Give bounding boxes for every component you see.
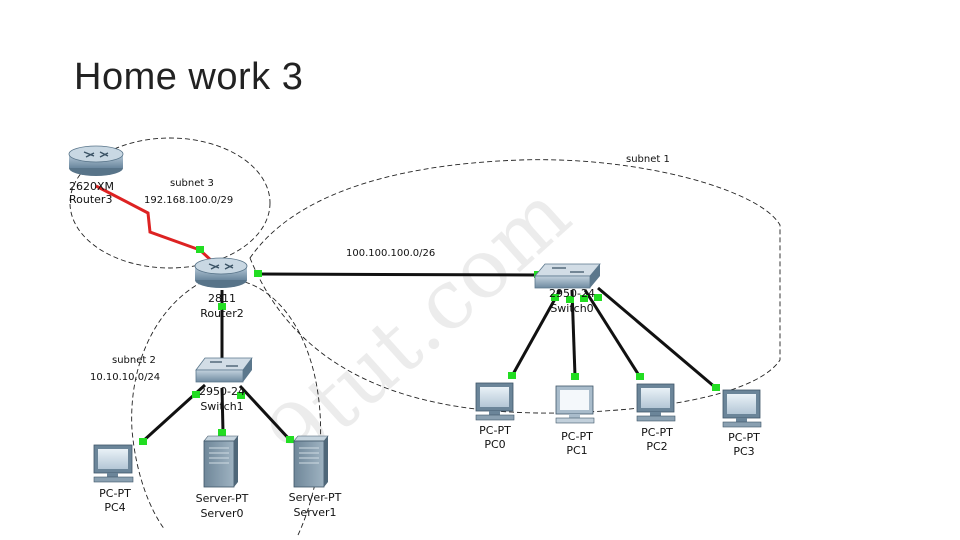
pc2-device[interactable]: PC-PT PC2 [636,383,676,453]
server1-device[interactable]: Server-PT Server1 [289,435,342,519]
pc1-name: PC1 [566,444,587,457]
switch1-model: 2950-24 [199,385,245,398]
serial-link-router3-router2 [95,184,217,266]
server0-model: Server-PT [196,492,249,505]
switch0-name: Switch0 [550,302,593,315]
pc4-name: PC4 [104,501,125,514]
subnet-3-boundary [69,137,271,269]
router3-model: 2620XM [69,180,114,193]
subnet-3-ip: 192.168.100.0/29 [144,195,233,206]
server-icon [293,435,329,488]
pc-icon [555,385,595,424]
server1-model: Server-PT [289,491,342,504]
pc-icon [93,444,134,483]
server-icon [203,435,239,488]
ethernet-links [140,272,717,444]
pc-icon [475,382,515,421]
pc1-model: PC-PT [561,430,593,443]
subnet-boundaries [69,137,781,536]
subnet-1-label: subnet 1 [626,154,670,165]
pc0-model: PC-PT [479,424,511,437]
router3-name: Router3 [69,193,112,206]
pc-icon [722,389,762,428]
router2-model: 2811 [208,292,236,305]
switch1-name: Switch1 [200,400,243,413]
pc-icon [636,383,676,422]
pc4-model: PC-PT [99,487,131,500]
subnet-1-ip: 100.100.100.0/26 [346,248,435,259]
subnet-2-label: subnet 2 [112,355,156,366]
router-icon [68,145,124,176]
pc3-name: PC3 [733,445,754,458]
server1-name: Server1 [293,506,336,519]
pc4-device[interactable]: PC-PT PC4 [93,444,134,514]
router3-device[interactable]: 2620XM Router3 [68,145,124,206]
pc3-model: PC-PT [728,431,760,444]
router-icon [194,257,248,288]
router2-device[interactable]: 2811 Router2 [194,257,248,320]
subnet-2-boundary [131,277,322,536]
subnet-2-ip: 10.10.10.0/24 [90,372,160,383]
pc0-device[interactable]: PC-PT PC0 [475,382,515,451]
port-indicators [139,246,720,445]
pc3-device[interactable]: PC-PT PC3 [722,389,762,458]
switch0-model: 2950-24 [549,287,595,300]
switch0-device[interactable]: 2950-24 Switch0 [534,263,601,315]
pc0-name: PC0 [484,438,505,451]
switch-icon [534,263,601,289]
server0-name: Server0 [200,507,243,520]
subnet-3-label: subnet 3 [170,178,214,189]
switch-icon [195,357,253,383]
router2-name: Router2 [200,307,243,320]
pc1-device[interactable]: PC-PT PC1 [555,385,595,457]
switch1-device[interactable]: 2950-24 Switch1 [195,357,253,413]
subnet-1-boundary [249,159,781,414]
server0-device[interactable]: Server-PT Server0 [196,435,249,520]
pc2-name: PC2 [646,440,667,453]
slide-title: Home work 3 [74,56,304,98]
pc2-model: PC-PT [641,426,673,439]
